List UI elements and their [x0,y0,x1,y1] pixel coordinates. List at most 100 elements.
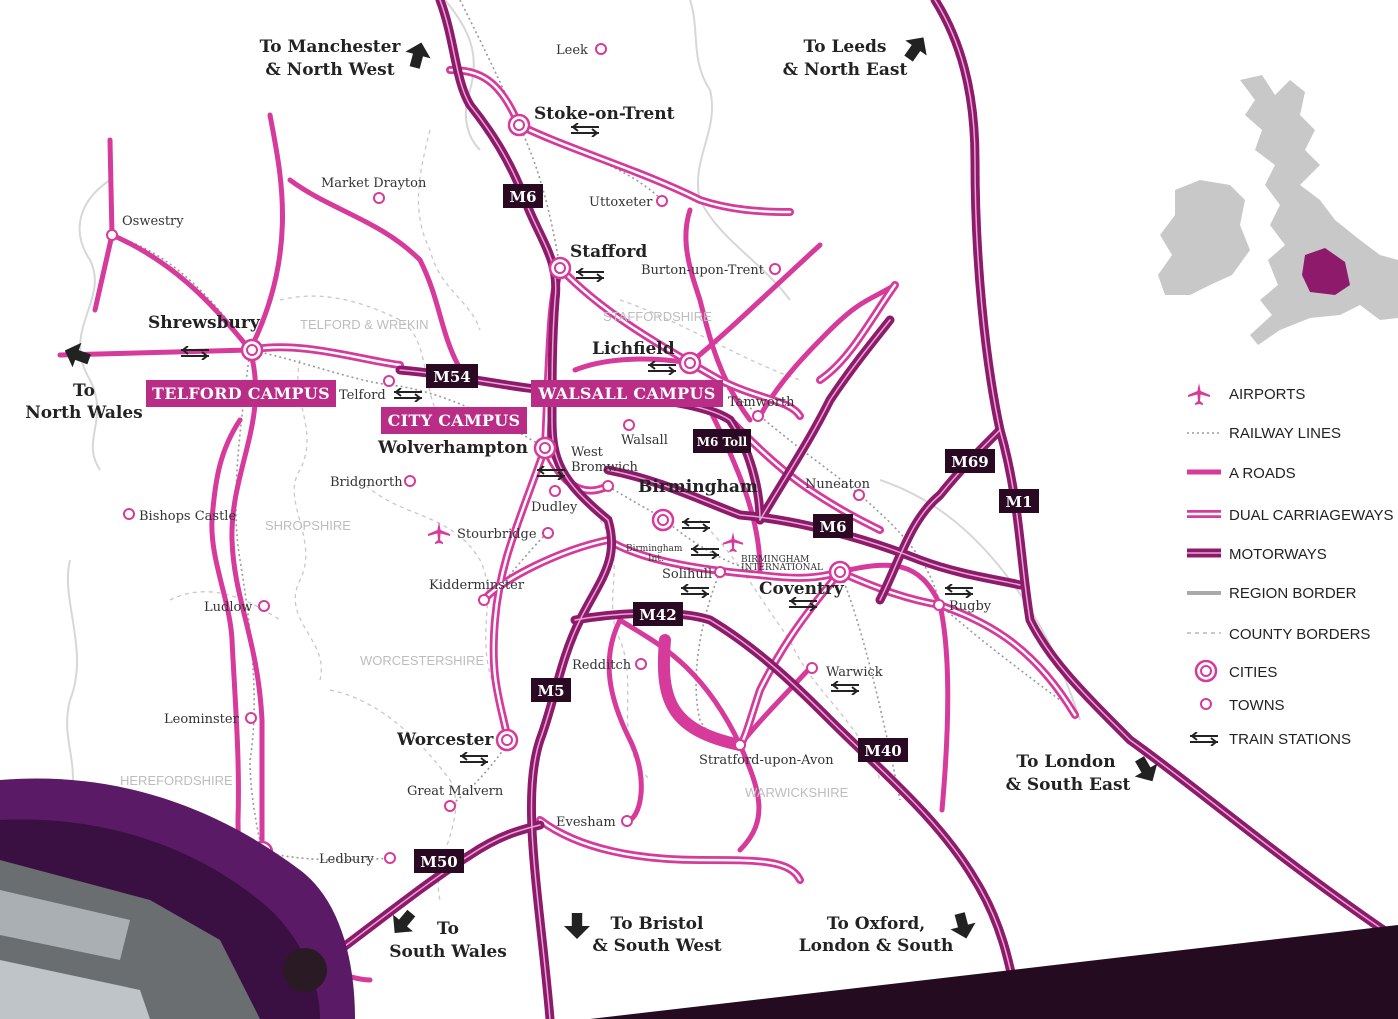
town-oswestry: Oswestry [122,214,184,229]
town-leek: Leek [556,43,588,58]
town-leominster: Leominster [164,712,240,727]
railway-lines [111,0,1061,861]
town-birmingham-int: Birmingham [626,544,683,554]
legend-cities: CITIES [1194,659,1277,683]
road-badges: M6 M54 M6 Toll M69 M1 M6 M42 M5 M40 M50 [414,184,1039,873]
svg-text:CITIES: CITIES [1229,664,1277,681]
road-m54: M54 [426,364,478,388]
town-rugby: Rugby [949,599,992,614]
legend-a-roads: A ROADS [1187,465,1296,482]
campus-telford: TELFORD CAMPUS [146,380,336,407]
train-station-icon [1189,732,1219,746]
town-nuneaton: Nuneaton [805,477,871,492]
town-markers [106,43,945,864]
dir-north-wales: To [73,381,95,401]
city-icon [495,728,519,752]
svg-text:TELFORD CAMPUS: TELFORD CAMPUS [152,384,330,403]
svg-text:M6: M6 [819,518,846,536]
town-great-malvern: Great Malvern [407,784,504,799]
dir-south-wales: To [437,919,459,939]
county-herefordshire: HEREFORDSHIRE [120,773,233,788]
campus-city: CITY CAMPUS [381,407,527,434]
svg-text:DUAL CARRIAGEWAYS: DUAL CARRIAGEWAYS [1229,507,1393,524]
legend-motorways: MOTORWAYS [1187,546,1327,563]
town-tamworth: Tamworth [728,395,795,410]
svg-text:M6 Toll: M6 Toll [697,435,748,449]
dir-north-wales-2: North Wales [25,403,142,423]
city-birmingham: Birmingham [638,477,758,497]
train-station-icon [680,584,710,598]
road-m1: M1 [999,489,1039,513]
train-station-icon [575,268,605,282]
city-icon [651,508,675,532]
campus-walsall: WALSALL CAMPUS [531,380,723,407]
town-uttoxeter: Uttoxeter [589,195,653,210]
dir-bristol: To Bristol [611,914,705,934]
decorative-bottom-band [590,925,1398,1019]
town-evesham: Evesham [556,815,616,830]
svg-text:M50: M50 [420,853,457,871]
town-telford: Telford [339,388,386,403]
uk-inset-map [1158,75,1398,345]
dir-south-wales-2: South Wales [389,942,507,962]
town-birmingham-int-2: Int. [648,554,664,564]
town-ledbury: Ledbury [319,852,375,867]
legend-towns: TOWNS [1200,697,1285,714]
svg-text:M1: M1 [1005,493,1032,511]
city-lichfield: Lichfield [592,339,675,359]
county-telford-wrekin: TELFORD & WREKIN [300,317,429,332]
svg-text:CITY CAMPUS: CITY CAMPUS [388,411,521,430]
road-m6-toll: M6 Toll [693,429,751,453]
legend-train: TRAIN STATIONS [1189,731,1351,748]
dir-manchester-2: & North West [265,60,394,80]
road-m6-north: M6 [503,184,543,208]
town-birmingham-international-2: INTERNATIONAL [741,563,823,573]
city-markers [240,113,852,864]
city-icon [533,436,557,460]
svg-text:COUNTY BORDERS: COUNTY BORDERS [1229,626,1370,643]
legend-airports: AIRPORTS [1188,383,1305,405]
legend-railway: RAILWAY LINES [1187,425,1341,442]
arrow-icon [402,39,434,71]
campus-labels: TELFORD CAMPUS WALSALL CAMPUS CITY CAMPU… [146,380,723,434]
city-icon [240,338,264,362]
legend-dual: DUAL CARRIAGEWAYS [1187,507,1393,524]
svg-text:RAILWAY LINES: RAILWAY LINES [1229,425,1341,442]
dir-oxford-2: London & South [799,936,954,956]
train-station-icon [830,681,860,695]
dir-manchester: To Manchester [260,37,402,57]
svg-text:MOTORWAYS: MOTORWAYS [1229,546,1327,563]
city-icon [828,560,852,584]
county-warwickshire: WARWICKSHIRE [745,785,849,800]
county-shropshire: SHROPSHIRE [265,518,351,533]
airport-icon [428,522,450,544]
road-m69: M69 [945,449,995,473]
svg-text:TRAIN STATIONS: TRAIN STATIONS [1229,731,1351,748]
svg-text:AIRPORTS: AIRPORTS [1229,386,1305,403]
dir-london-se: To London [1016,752,1115,772]
city-shrewsbury: Shrewsbury [148,313,261,333]
city-stoke: Stoke-on-Trent [534,104,675,124]
dir-london-se-2: & South East [1006,775,1131,795]
town-stourbridge: Stourbridge [457,527,537,542]
dir-oxford: To Oxford, [827,914,925,934]
town-redditch: Redditch [572,658,632,673]
legend-region: REGION BORDER [1187,585,1357,602]
town-walsall: Walsall [621,433,668,448]
city-icon [507,113,531,137]
svg-text:M40: M40 [864,742,901,760]
town-stratford: Stratford-upon-Avon [699,753,834,768]
svg-text:M6: M6 [509,188,536,206]
legend: AIRPORTS RAILWAY LINES A ROADS DUAL CARR… [1187,383,1393,748]
town-labels: Leek Uttoxeter Market Drayton Oswestry B… [122,43,992,867]
town-dudley: Dudley [531,500,578,515]
road-m42: M42 [633,602,683,626]
city-stafford: Stafford [570,242,647,262]
town-bishops-castle: Bishops Castle [139,509,236,524]
town-bridgnorth: Bridgnorth [330,475,403,490]
svg-text:A ROADS: A ROADS [1229,465,1296,482]
city-worcester: Worcester [396,730,494,750]
town-birmingham-international: BIRMINGHAM [741,555,809,565]
legend-county: COUNTY BORDERS [1187,626,1370,643]
a-roads [57,112,951,1003]
